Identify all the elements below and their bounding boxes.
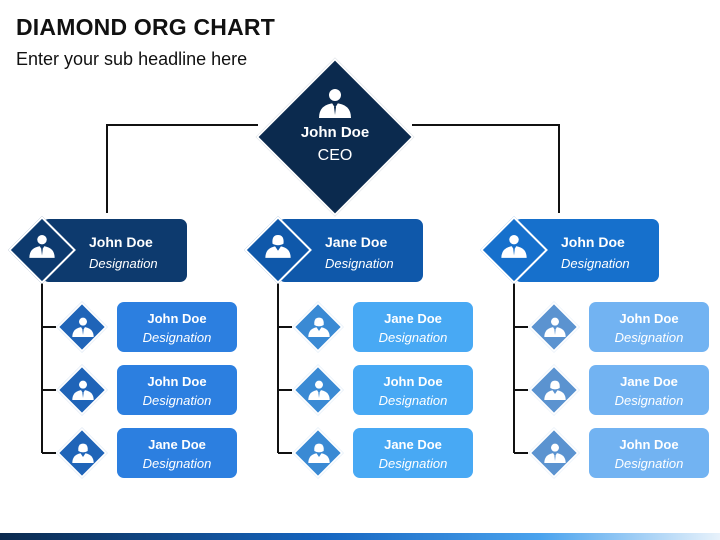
manager-designation: Designation [89, 256, 158, 271]
person-male-icon [544, 443, 566, 463]
manager-name: Jane Doe [325, 234, 388, 250]
subordinate-designation: Designation [378, 456, 448, 471]
page-subtitle: Enter your sub headline here [16, 49, 248, 69]
subordinate-designation: Designation [142, 330, 212, 345]
page-title: DIAMOND ORG CHART [16, 14, 275, 40]
ceo-connector-right [412, 124, 560, 213]
person-female-icon [72, 443, 94, 463]
person-female-icon [265, 234, 291, 258]
person-male-icon [319, 89, 351, 118]
person-male-icon [501, 234, 527, 258]
ceo-name: John Doe [300, 124, 370, 141]
subordinate-name: John Doe [383, 374, 443, 389]
ceo-connector-left [106, 124, 258, 213]
subordinate-designation: Designation [378, 393, 448, 408]
subordinate-designation: Designation [142, 393, 212, 408]
subordinate-designation: Designation [614, 393, 684, 408]
subordinate-name: Jane Doe [620, 374, 678, 389]
manager-name: John Doe [561, 234, 625, 250]
person-male-icon [308, 380, 330, 400]
ceo-label: John Doe CEO [280, 124, 390, 165]
manager-name: John Doe [89, 234, 153, 250]
subordinate-name: Jane Doe [384, 311, 442, 326]
person-male-icon [29, 234, 55, 258]
person-male-icon [72, 380, 94, 400]
subordinate-name: Jane Doe [384, 437, 442, 452]
subordinate-name: John Doe [619, 311, 679, 326]
person-male-icon [72, 317, 94, 337]
manager-designation: Designation [561, 256, 630, 271]
subordinate-designation: Designation [378, 330, 448, 345]
footer-bar [0, 533, 720, 540]
manager-designation: Designation [325, 256, 394, 271]
subordinate-name: John Doe [147, 311, 207, 326]
person-female-icon [308, 443, 330, 463]
person-male-icon [544, 317, 566, 337]
subordinate-name: John Doe [147, 374, 207, 389]
person-female-icon [308, 317, 330, 337]
subordinate-name: John Doe [619, 437, 679, 452]
subordinate-designation: Designation [614, 456, 684, 471]
subordinate-name: Jane Doe [148, 437, 206, 452]
subordinate-designation: Designation [142, 456, 212, 471]
ceo-role: CEO [317, 147, 353, 164]
person-female-icon [544, 380, 566, 400]
subordinate-designation: Designation [614, 330, 684, 345]
